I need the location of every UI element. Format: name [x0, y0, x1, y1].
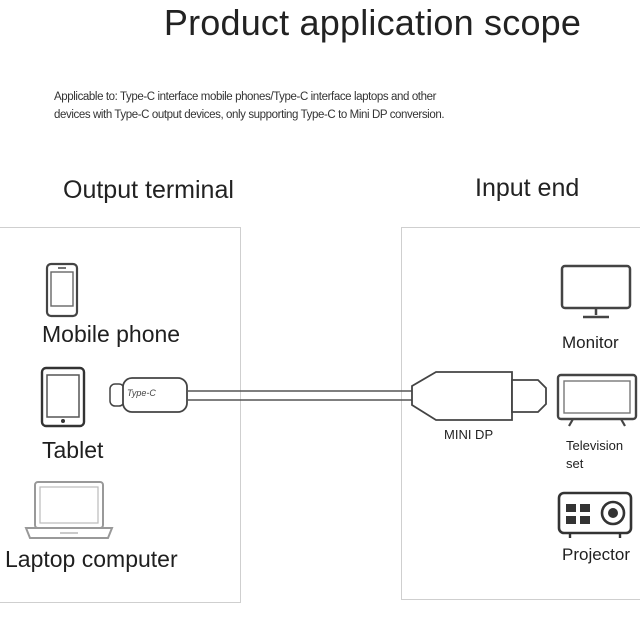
description-line-2: devices with Type-C output devices, only… — [54, 109, 445, 121]
mobile-phone-icon — [45, 262, 79, 318]
typec-plug-tip — [109, 383, 125, 407]
monitor-label: Monitor — [562, 333, 619, 352]
input-end-heading: Input end — [475, 174, 580, 202]
projector-icon — [557, 491, 633, 538]
typec-connector-body — [122, 377, 188, 413]
laptop-icon — [24, 481, 114, 539]
television-label-line-1: Television — [566, 438, 624, 453]
typec-label: Type-C — [127, 388, 156, 398]
minidp-label: MINI DP — [444, 427, 494, 442]
page-title: Product application scope — [163, 2, 582, 43]
projector-label: Projector — [562, 545, 631, 564]
mobile-phone-label: Mobile phone — [42, 321, 181, 347]
description: Applicable to: Type-C interface mobile p… — [54, 88, 574, 124]
output-terminal-heading: Output terminal — [63, 176, 234, 204]
output-terminal-panel — [0, 227, 241, 603]
television-label: Television set — [566, 437, 623, 473]
minidp-plug-tip — [511, 379, 547, 413]
description-line-1: Applicable to: Type-C interface mobile p… — [54, 91, 437, 103]
tablet-icon — [40, 366, 86, 428]
laptop-computer-label: Laptop computer — [5, 546, 178, 572]
tablet-label: Tablet — [42, 437, 104, 463]
monitor-icon — [560, 264, 632, 319]
minidp-connector-body — [411, 371, 513, 421]
television-icon — [556, 373, 638, 427]
television-label-line-2: set — [566, 456, 584, 471]
